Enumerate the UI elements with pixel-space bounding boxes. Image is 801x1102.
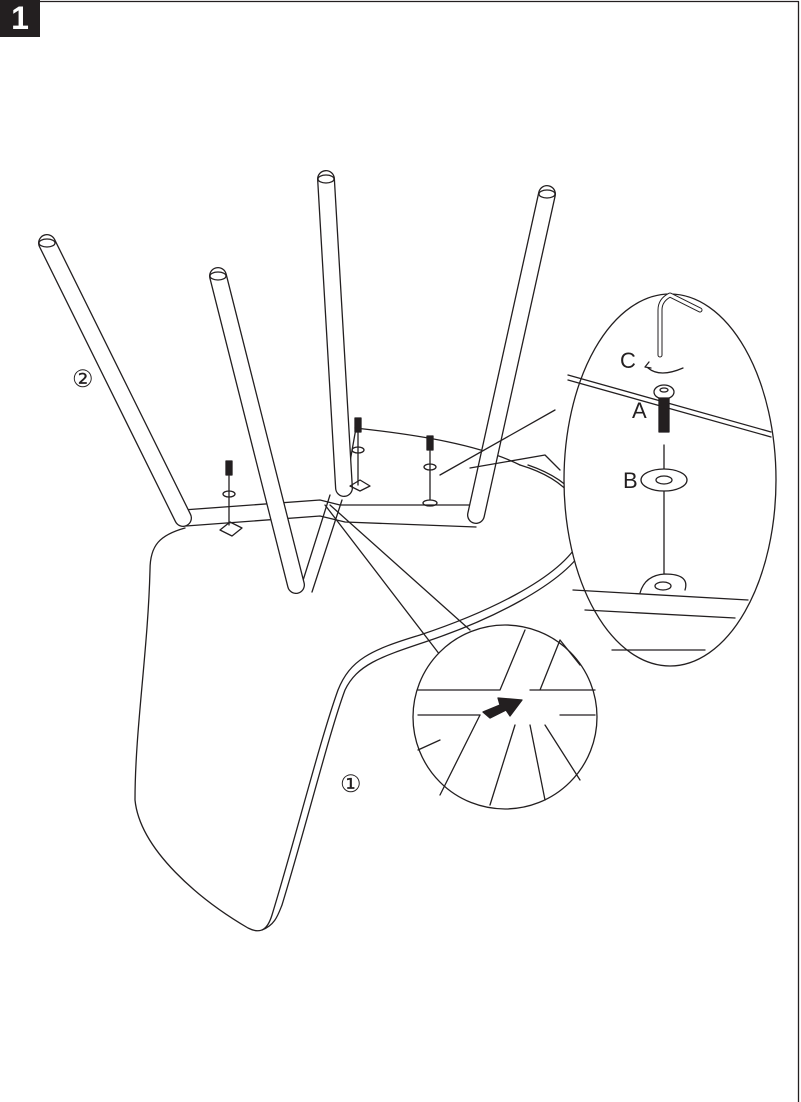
chair-legs bbox=[38, 170, 556, 594]
page-border bbox=[39, 0, 800, 1102]
joint-detail-callout bbox=[412, 624, 598, 810]
legs-part-label: ② bbox=[72, 366, 94, 393]
allen-key-label: C bbox=[620, 348, 636, 373]
washer-icon bbox=[640, 468, 688, 492]
seat-part-label: ① bbox=[340, 771, 362, 798]
frame-bolts bbox=[219, 417, 438, 537]
leader-line bbox=[324, 504, 471, 656]
washer-label: B bbox=[623, 468, 638, 493]
leader-line bbox=[439, 409, 556, 476]
rotate-arrow-icon bbox=[647, 367, 684, 374]
step-number-badge: 1 bbox=[0, 0, 40, 37]
bolt-icon bbox=[658, 397, 670, 433]
hardware-detail-callout bbox=[563, 292, 777, 667]
leader-line bbox=[469, 454, 561, 471]
direction-arrow-icon bbox=[482, 697, 523, 719]
bolt-label: A bbox=[632, 398, 647, 423]
